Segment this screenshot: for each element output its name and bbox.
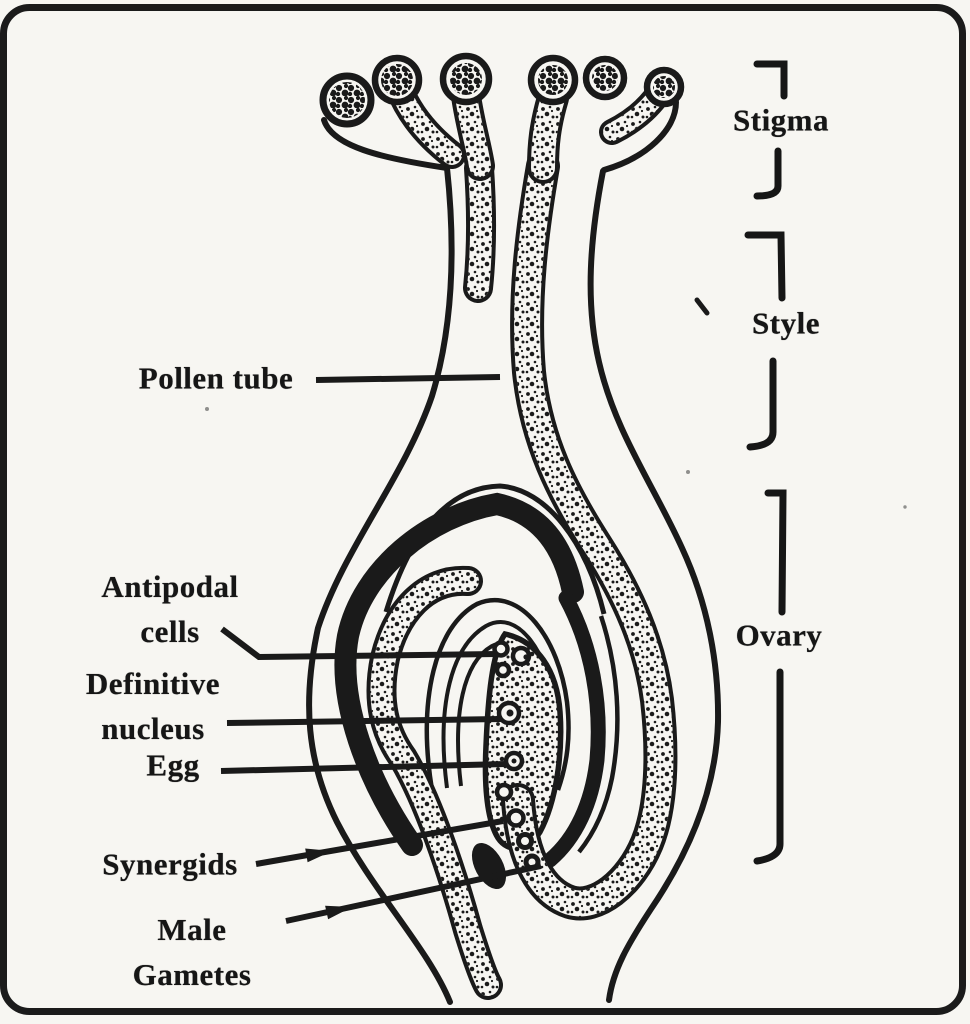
right-shoulder [601, 99, 679, 173]
integument-dark-cap [334, 492, 584, 856]
left-shoulder [321, 117, 450, 171]
region-brackets [744, 60, 788, 865]
ovule-integuments [334, 483, 620, 868]
stigma-bracket-top [753, 60, 788, 100]
nucellus-stipple-band [381, 581, 488, 985]
stigma-bracket-bottom [753, 147, 782, 200]
pollen-tube-label: Pollen tube [138, 360, 294, 396]
style-canal-stalk [478, 168, 481, 288]
leader-lines [220, 374, 542, 924]
male-gametes-arrowhead [325, 905, 352, 920]
frame-border [0, 4, 966, 1015]
outer-right-arc [577, 615, 620, 854]
definitive-nucleus-leader [226, 716, 503, 726]
ovary-bracket-bottom [753, 668, 784, 865]
stigma-lobe-head-6 [643, 66, 685, 108]
style-bracket-bottom [746, 357, 777, 451]
right-wall [587, 168, 722, 1003]
pistil-outline [306, 99, 722, 1005]
egg-circle [503, 750, 525, 772]
scan-specks [205, 407, 907, 509]
stray-tick-mark [694, 297, 710, 316]
egg-label: Egg [146, 747, 200, 783]
embryo-sac-cells [492, 640, 541, 871]
male-gametes-leader [285, 863, 542, 924]
stigma-lobe-head-3 [439, 52, 493, 106]
male-gametes-label: Male Gametes [132, 912, 252, 992]
style-bracket-top [744, 231, 786, 302]
synergids-label: Synergids [102, 846, 238, 882]
pollen-tube-leader [315, 374, 501, 383]
synergid-circles [494, 782, 526, 828]
ovary-label: Ovary [735, 617, 823, 653]
stigma-lobe-head-1 [319, 72, 375, 128]
style-label: Style [752, 305, 820, 341]
synergids-leader [255, 818, 504, 867]
definitive-nucleus-label: Definitive nucleus [85, 666, 221, 746]
stigma-lobes [319, 52, 685, 168]
antipodal-cells-leader [220, 626, 498, 661]
stigma-lobe-head-2 [371, 54, 423, 106]
definitive-nucleus-circle [496, 700, 522, 726]
stigma-lobe-head-4 [527, 54, 579, 106]
ovary-bracket-top [764, 489, 787, 616]
stigma-lobe-head-5 [582, 55, 628, 101]
stigma-label: Stigma [733, 102, 829, 138]
left-wall [306, 165, 455, 1005]
synergids-arrowhead [305, 848, 332, 863]
egg-leader [220, 761, 507, 774]
antipodal-cell-circles [492, 640, 532, 679]
integument-dark-right-limb [542, 590, 606, 868]
antipodal-cells-label: Antipodal cells [101, 569, 239, 649]
inner-arc-1 [424, 597, 571, 791]
